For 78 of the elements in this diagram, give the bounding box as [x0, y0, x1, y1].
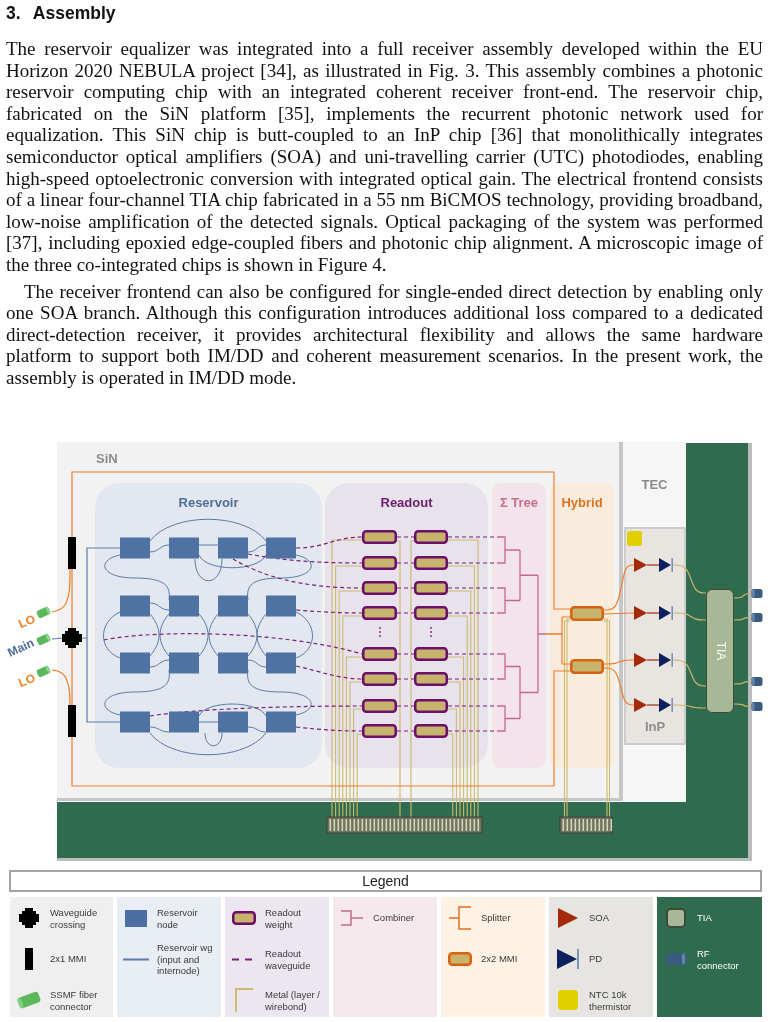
photodiode-symbol — [659, 558, 673, 572]
waveguide — [603, 659, 635, 665]
sum-tree-panel — [492, 483, 546, 768]
panel-title: Hybrid — [561, 495, 603, 510]
rf-connector — [751, 588, 763, 599]
waveguide — [71, 471, 571, 610]
rf-connector — [751, 701, 763, 712]
legend-text: Combiner — [373, 912, 416, 924]
waveguide — [71, 568, 73, 629]
wirebond — [733, 703, 752, 708]
legend-text: RF connector — [697, 947, 740, 971]
waveguide-crossing — [62, 628, 82, 648]
wirebond — [733, 592, 752, 599]
section-heading: 3. Assembly — [6, 3, 116, 23]
panel-title: Reservoir — [178, 495, 239, 510]
connector-label: Main — [5, 636, 37, 660]
inp-chip — [624, 527, 686, 745]
connector-label: LO — [16, 671, 38, 691]
wirebond — [672, 612, 707, 621]
legend-text: 2x1 MMI — [50, 953, 88, 965]
region-label: SiN — [96, 451, 118, 466]
waveguide — [71, 670, 571, 787]
wirebond — [672, 704, 707, 709]
amplifier-triangle — [634, 606, 647, 620]
wirebond — [672, 564, 707, 594]
chip-label: TIA — [712, 641, 728, 661]
optical-fiber — [51, 669, 71, 706]
hybrid-panel — [550, 483, 614, 768]
waveguide — [646, 704, 660, 706]
legend-text: SSMF fiber connector — [50, 988, 99, 1012]
waveguide — [646, 659, 660, 661]
region-label: TEC — [641, 477, 668, 492]
legend-text: Reservoir wg (input and internode) — [157, 941, 214, 977]
photodiode-symbol — [659, 606, 673, 620]
mmi-block — [570, 606, 604, 621]
optical-fiber — [51, 637, 63, 640]
paragraph: The reservoir equalizer was integrated into a full receiver assembly developed within the EU Horizon 2020 NEBULA project [34], as illustrated in Fig. 3. This assembly combines a photonic reservoir computing chip with an integrated coherent receiver front-end. The reservoir chip, fabricated on the SiN platform [35], implements the recurrent photonic network used for equalization. This SiN chip is butt-coupled to an InP chip [36] that monolithically integrates semiconductor optical amplifiers (SOA) and uni-travelling carrier (UTC) photodiodes, enabling high-speed optoelectronic conversion with integrated optical gain. The electrical frontend consists of a linear four-channel TIA chip fabricated in a 55 nm BiCMOS technology, providing broadband, low-noise amplification of the detected signals. Optical packaging of the system was performed [37], including epoxied edge-coupled fibers and photonic chip alignment. A microscopic image of the three co-integrated chips is shown in Figure 4. — [6, 38, 763, 276]
legend-text: Readout weight — [265, 906, 302, 930]
legend-text: Splitter — [481, 912, 512, 924]
photodiode-symbol — [659, 653, 673, 667]
tec-area — [623, 442, 686, 802]
legend-text: SOA — [589, 912, 611, 924]
legend-text: TIA — [697, 912, 713, 924]
legend-text: Metal (layer / wirebond) — [265, 988, 321, 1012]
amplifier-triangle — [634, 558, 647, 572]
waveguide — [646, 564, 660, 566]
waveguide — [81, 547, 96, 723]
legend-text: Reservoir node — [157, 906, 199, 930]
legend-text: NTC 10k thermistor — [589, 988, 633, 1012]
wirebond — [733, 616, 752, 621]
connector-label: LO — [16, 612, 38, 632]
amplifier-triangle — [634, 653, 647, 667]
tia-chip — [706, 589, 734, 713]
rf-connector — [751, 612, 763, 623]
waveguide — [603, 667, 635, 706]
mmi-block — [68, 537, 76, 569]
panel-title: Readout — [380, 495, 433, 510]
panel-title: Σ Tree — [499, 495, 539, 510]
legend-text: Readout waveguide — [265, 947, 312, 971]
paragraph: The receiver frontend can also be configured for single-ended direct detection by enabling only one SOA branch. Although this configuration introduces additional loss compared to a dedicated direct-detection receiver, it provides architectural flexibility and allows the same hardware platform to support both IM/DD and coherent measurement scenarios. In the present work, the assembly is operated in IM/DD mode. — [6, 280, 763, 389]
waveguide — [646, 612, 660, 614]
mmi-block — [570, 659, 604, 674]
waveguide — [545, 633, 571, 665]
photodiode-symbol — [659, 698, 673, 712]
wirebond — [672, 659, 707, 687]
amplifier-triangle — [634, 698, 647, 712]
rf-connector — [751, 676, 763, 687]
waveguide — [603, 612, 635, 615]
region-label: InP — [644, 719, 666, 734]
wirebond — [733, 680, 752, 685]
legend-text: PD — [589, 953, 604, 965]
waveguide — [603, 564, 635, 611]
legend-text: 2x2 MMI — [481, 953, 519, 965]
legend-text: Waveguide crossing — [50, 906, 99, 930]
mmi-block — [68, 705, 76, 737]
waveguide — [71, 647, 73, 706]
optical-fiber — [51, 568, 71, 613]
legend-title: Legend — [9, 870, 762, 892]
